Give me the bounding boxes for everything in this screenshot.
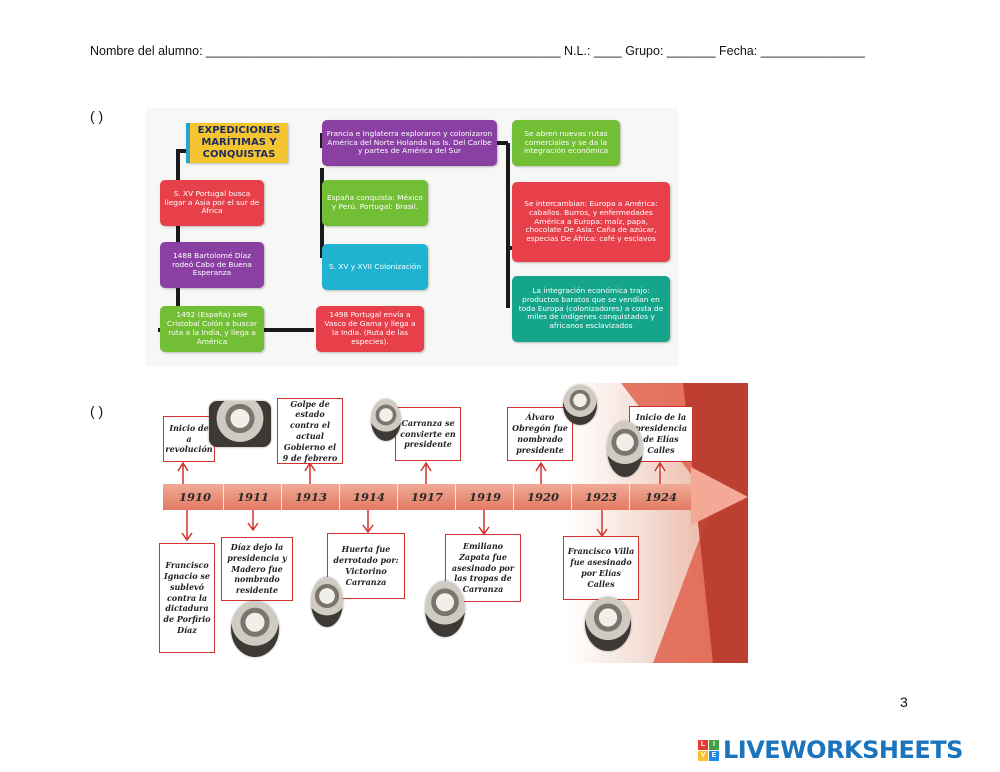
year-1917: 1917 xyxy=(410,490,443,504)
concept-map-image: EXPEDICIONES MARÍTIMAS Y CONQUISTAS S. X… xyxy=(146,108,678,366)
page-number: 3 xyxy=(900,694,908,710)
liveworksheets-logo: L I V E LIVEWORKSHEETS xyxy=(698,736,963,764)
tick xyxy=(397,484,398,510)
year-1914: 1914 xyxy=(352,490,385,504)
logo-letter-l: L xyxy=(698,739,708,750)
logo-letter-i: I xyxy=(709,739,719,750)
answer-blank-2[interactable]: ( ) xyxy=(90,403,104,419)
liveworksheets-wordmark: LIVEWORKSHEETS xyxy=(723,736,963,764)
tick xyxy=(339,484,340,510)
box-francia-inglaterra: Francia e Inglaterra exploraron y coloni… xyxy=(322,120,497,166)
logo-letter-e: E xyxy=(709,750,719,761)
tick xyxy=(455,484,456,510)
timeline-bar xyxy=(163,484,691,510)
year-1911: 1911 xyxy=(236,490,269,504)
obregon-portrait xyxy=(563,385,597,425)
villa-portrait xyxy=(585,597,631,651)
tick xyxy=(629,484,630,510)
event-1911-bottom: Díaz dejo la presidencia y Madero fue no… xyxy=(221,537,293,601)
carranza-portrait xyxy=(371,399,401,441)
year-1913: 1913 xyxy=(294,490,327,504)
student-info-header: Nombre del alumno: _____________________… xyxy=(90,44,865,58)
answer-blank-1[interactable]: ( ) xyxy=(90,108,104,124)
box-espana-conquista: España conquista: México y Perú. Portuga… xyxy=(322,180,428,226)
event-1913-top: Golpe de estado contra el actual Gobiern… xyxy=(277,398,343,464)
timeline-decoration xyxy=(177,383,748,663)
zapata-portrait xyxy=(425,581,465,637)
concept-map-title: EXPEDICIONES MARÍTIMAS Y CONQUISTAS xyxy=(186,123,288,163)
tick xyxy=(223,484,224,510)
timeline-image: 1910 1911 1913 1914 1917 1919 1920 1923 … xyxy=(153,383,748,663)
tick xyxy=(281,484,282,510)
huerta-portrait xyxy=(311,577,343,627)
year-1923: 1923 xyxy=(584,490,617,504)
box-nuevas-rutas: Se abren nuevas rutas comerciales y se d… xyxy=(512,120,620,166)
calles-portrait xyxy=(607,421,643,477)
event-1910-top: Inicio de a revolución xyxy=(163,416,215,462)
event-1919-bottom: Emiliano Zapata fue asesinado por las tr… xyxy=(445,534,521,602)
box-intercambio: Se intercambian: Europa a América: cabal… xyxy=(512,182,670,262)
year-1924: 1924 xyxy=(644,490,677,504)
box-colon: 1492 (España) sale Cristobal Colón a bus… xyxy=(160,306,264,352)
event-1910-bottom: Francisco Ignacio se sublevó contra la d… xyxy=(159,543,215,653)
madero-portrait xyxy=(231,601,279,657)
year-1920: 1920 xyxy=(526,490,559,504)
liveworksheets-icon: L I V E xyxy=(698,739,719,761)
tick xyxy=(571,484,572,510)
event-1917-top: Carranza se convierte en presidente xyxy=(395,407,461,461)
box-colonizacion: S. XV y XVII Colonización xyxy=(322,244,428,290)
year-1910: 1910 xyxy=(178,490,211,504)
event-1920-top: Álvaro Obregón fue nombrado presidente xyxy=(507,407,573,461)
logo-letter-v: V xyxy=(698,750,708,761)
year-1919: 1919 xyxy=(468,490,501,504)
revolution-photo xyxy=(209,401,271,447)
event-1923-bottom: Francisco Villa fue asesinado por Elías … xyxy=(563,536,639,600)
tick xyxy=(513,484,514,510)
box-portugal-asia: S. XV Portugal busca llegar a Asia por e… xyxy=(160,180,264,226)
box-vasco-gama: 1498 Portugal envía a Vasco de Gama y ll… xyxy=(316,306,424,352)
box-integracion: La integración económica trajo: producto… xyxy=(512,276,670,342)
box-bartolome-diaz: 1488 Bartolomé Díaz rodeó Cabo de Buena … xyxy=(160,242,264,288)
